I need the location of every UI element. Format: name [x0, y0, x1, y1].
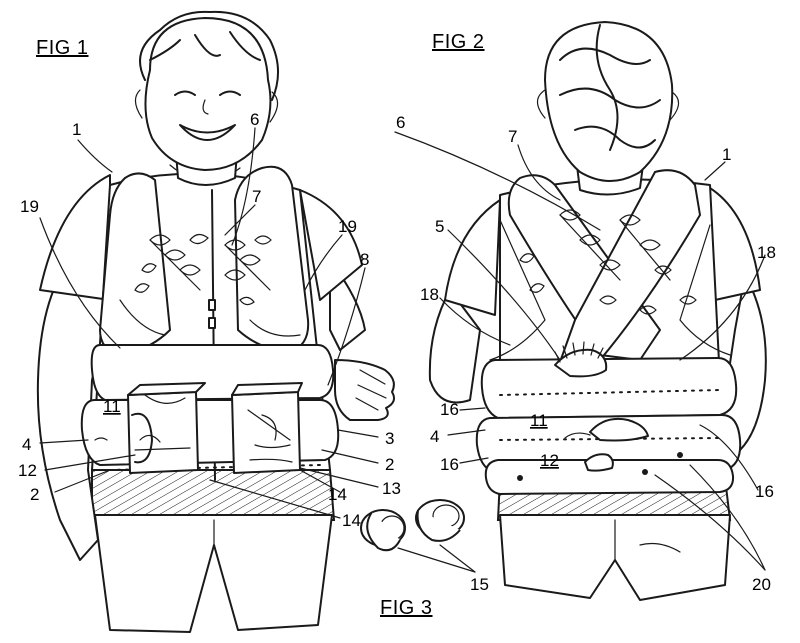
ref-label: 16: [440, 455, 459, 474]
fig1-title: FIG 1: [36, 37, 89, 59]
ref-label: 11: [103, 397, 121, 416]
ref-label: 2: [385, 455, 394, 474]
ref-label: 19: [20, 197, 39, 216]
fig2-air-channel-lower: [499, 437, 721, 441]
ref-label: 16: [440, 400, 459, 419]
fig1-head: [144, 17, 272, 171]
ref-label: 1: [722, 145, 731, 164]
ref-label: 12: [540, 451, 559, 470]
fig2-upper-tube: [480, 357, 738, 419]
ref-label: 4: [430, 427, 439, 446]
ref-label: 6: [396, 113, 405, 132]
fig1-leaf-decoration: [134, 233, 272, 306]
fig1-hair: [139, 10, 280, 101]
ref-label: 3: [385, 429, 394, 448]
ref-label: 14: [342, 511, 361, 530]
figure-titles: FIG 1 FIG 2 FIG 3: [36, 31, 485, 619]
ref-label: 12: [18, 461, 37, 480]
fig2-hedgehog-figure: [554, 341, 608, 378]
fig2-leaf-decoration: [519, 209, 697, 315]
ref-label: 8: [360, 250, 369, 269]
fig2-back-view: [428, 21, 767, 601]
ref-label: 15: [470, 575, 489, 594]
fig2-head: [544, 21, 674, 182]
fig2-sleeve-right: [704, 184, 761, 301]
reference-numerals: 1 19 6 7 19 8 11 4 12 2 3 2 13 14 14 15 …: [18, 110, 776, 594]
leader-lines: [39, 127, 766, 573]
ref-label: 5: [435, 217, 444, 236]
fig1-right-hand: [334, 359, 395, 421]
fig1-shorts: [94, 514, 333, 633]
ref-label: 14: [328, 485, 347, 504]
ref-label: 18: [420, 285, 439, 304]
ref-label: 6: [250, 110, 259, 129]
ref-label: 7: [508, 127, 517, 146]
ref-label: 4: [22, 435, 31, 454]
fig2-title: FIG 2: [432, 31, 485, 53]
ref-label: 1: [72, 120, 81, 139]
fig3-title: FIG 3: [380, 597, 433, 619]
ref-label: 11: [530, 411, 548, 430]
ref-label: 18: [757, 243, 776, 262]
fig1-sleeve-left: [39, 174, 111, 301]
fig3-cap-right-body: [416, 509, 461, 542]
fig1-left-arm: [36, 259, 113, 561]
fig1-front-view: [36, 10, 395, 633]
ref-label: 2: [30, 485, 39, 504]
ref-label: 20: [752, 575, 771, 594]
fig2-hair: [559, 24, 661, 151]
fig2-sleeve-left: [444, 199, 501, 316]
fig2-vest-right-strap: [559, 169, 701, 363]
fig3-caps: [360, 499, 465, 552]
fig1-smile: [179, 124, 236, 141]
fig2-lower-tube: [484, 459, 735, 495]
fig1-right-pocket: [231, 382, 303, 474]
ref-label: 19: [338, 217, 357, 236]
fig2-vent-holes: [517, 452, 683, 481]
ref-label: 7: [252, 187, 261, 206]
fig1-sleeve-right: [299, 189, 363, 301]
fig3-cap-left-body: [366, 511, 401, 552]
fig2-left-arm: [428, 289, 481, 404]
fig2-air-channel-upper: [499, 389, 721, 396]
fig1-shorts-waistband: [91, 469, 336, 521]
ref-label: 16: [755, 482, 774, 501]
fig2-small-animal-figure: [584, 453, 614, 472]
fig2-rat-figure: [564, 417, 649, 442]
fig1-left-pocket: [127, 382, 206, 474]
ref-label: 13: [382, 479, 401, 498]
